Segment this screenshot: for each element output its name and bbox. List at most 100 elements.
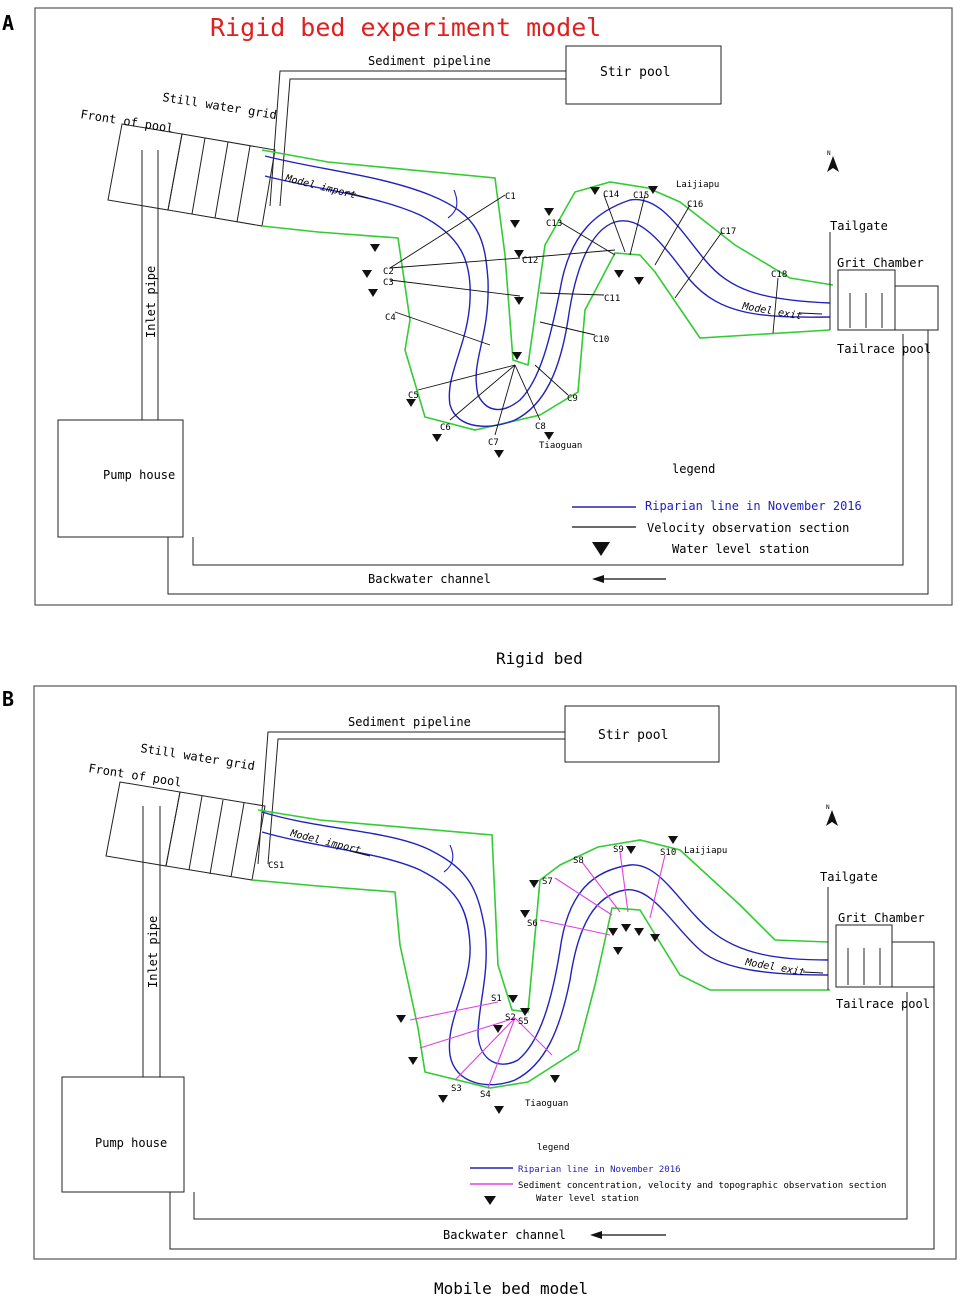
sediment-pipeline-label: Sediment pipeline	[348, 715, 471, 729]
section-line-c6	[449, 364, 516, 421]
section-label: C6	[440, 423, 451, 433]
observation-sections	[409, 851, 666, 1089]
section-line-c15	[629, 194, 646, 256]
legend-section-label: Velocity observation section	[647, 521, 849, 535]
sediment-pipeline-line-2	[279, 78, 566, 207]
section-line-s3	[454, 1017, 516, 1081]
section-line-s9	[619, 851, 629, 913]
grid-bar	[209, 799, 224, 875]
section-label: S8	[573, 856, 584, 866]
water-level-station	[408, 1057, 418, 1065]
legend-riparian-label: Riparian line in November 2016	[518, 1165, 681, 1175]
river-bank-right	[261, 225, 831, 431]
panel-b: B Stir pool Sediment pipeline Front of p…	[2, 685, 957, 1260]
river-bank-left	[257, 809, 829, 1013]
section-label: C13	[546, 219, 562, 229]
section-line-c13	[559, 221, 616, 256]
front-of-pool-box	[107, 123, 183, 211]
section-line-s7	[554, 877, 613, 916]
section-line-c18	[772, 277, 779, 334]
water-level-station	[613, 947, 623, 955]
section-label: S2	[505, 1013, 516, 1023]
section-line-s1	[409, 1001, 499, 1021]
section-label: S6	[527, 919, 538, 929]
flow-arrowhead	[592, 575, 604, 583]
water-level-station	[621, 924, 631, 932]
section-label: S10	[660, 848, 676, 858]
water-level-station	[494, 1106, 504, 1114]
grit-chamber-label: Grit Chamber	[837, 256, 924, 270]
water-level-station	[544, 208, 554, 216]
water-level-station	[514, 297, 524, 305]
model-import-arrow	[344, 191, 369, 199]
water-level-station	[634, 928, 644, 936]
north-label: N	[826, 804, 830, 811]
legend-riparian-label: Riparian line in November 2016	[645, 499, 862, 513]
water-level-station	[550, 1075, 560, 1083]
water-level-station	[510, 220, 520, 228]
section-label: C18	[771, 270, 787, 280]
section-line-c5	[417, 364, 516, 391]
section-label: C12	[522, 256, 538, 266]
panel-letter-b: B	[2, 687, 14, 711]
water-level-station	[396, 1015, 406, 1023]
section-line-s4	[487, 1017, 516, 1089]
section-label: C10	[593, 335, 609, 345]
grid-bar	[191, 137, 206, 215]
riparian-line-right	[264, 175, 831, 427]
section-line-c2	[389, 257, 521, 269]
grid-bar	[214, 141, 229, 219]
model-exit-arrow	[802, 971, 824, 974]
front-of-pool-label: Front of pool	[88, 761, 183, 790]
flow-arrowhead	[590, 1231, 602, 1239]
section-label: S9	[613, 845, 624, 855]
riparian-branch	[447, 189, 458, 219]
water-level-station	[370, 244, 380, 252]
backwater-channel-inner	[192, 334, 904, 566]
water-level-stations-a	[362, 186, 658, 458]
pump-house-label: Pump house	[95, 1136, 167, 1150]
legend-section-label: Sediment concentration, velocity and top…	[518, 1181, 886, 1191]
backwater-channel-label: Backwater channel	[443, 1228, 566, 1242]
water-level-station	[520, 910, 530, 918]
legend-station-label: Water level station	[672, 542, 809, 556]
grid-bar	[230, 802, 245, 878]
backwater-channel-outer	[167, 330, 929, 595]
stir-pool-box	[564, 705, 720, 763]
grid-bar	[188, 795, 203, 871]
section-label: C16	[687, 200, 703, 210]
sediment-pipeline-line-2	[267, 738, 565, 865]
caption-b: Mobile bed model	[434, 1279, 588, 1298]
panel-a-frame	[34, 7, 953, 606]
legend-station-label: Water level station	[536, 1194, 639, 1204]
section-label: C8	[535, 422, 546, 432]
water-level-station	[590, 187, 600, 195]
stir-pool-box	[565, 45, 722, 105]
section-label: S4	[480, 1090, 491, 1100]
section-label: C11	[604, 294, 620, 304]
panel-a: A Rigid bed experiment model Stir pool S…	[2, 7, 953, 606]
water-level-station	[362, 270, 372, 278]
caption-a: Rigid bed	[496, 649, 583, 668]
water-level-station	[668, 836, 678, 844]
panel-a-title: Rigid bed experiment model	[210, 13, 601, 42]
water-level-station	[626, 846, 636, 854]
section-line-c10	[539, 321, 596, 336]
tailrace-pool-box	[891, 941, 935, 988]
section-line-s8	[581, 861, 621, 913]
river-bank-right	[251, 879, 830, 1089]
model-exit-label: Model exit	[740, 301, 802, 322]
backwater-channel-outer	[169, 942, 935, 1250]
section-label: C1	[505, 192, 516, 202]
water-level-station	[634, 277, 644, 285]
section-label: C5	[408, 391, 419, 401]
legend-station-icon	[592, 542, 610, 556]
water-level-station	[648, 186, 658, 194]
still-water-grid-box	[165, 791, 266, 881]
section-line-c3	[389, 279, 521, 297]
grit-chamber-label: Grit Chamber	[838, 911, 925, 925]
north-arrow-icon: N	[826, 804, 838, 826]
water-level-station	[529, 880, 539, 888]
model-import-label: Model import	[283, 173, 357, 201]
